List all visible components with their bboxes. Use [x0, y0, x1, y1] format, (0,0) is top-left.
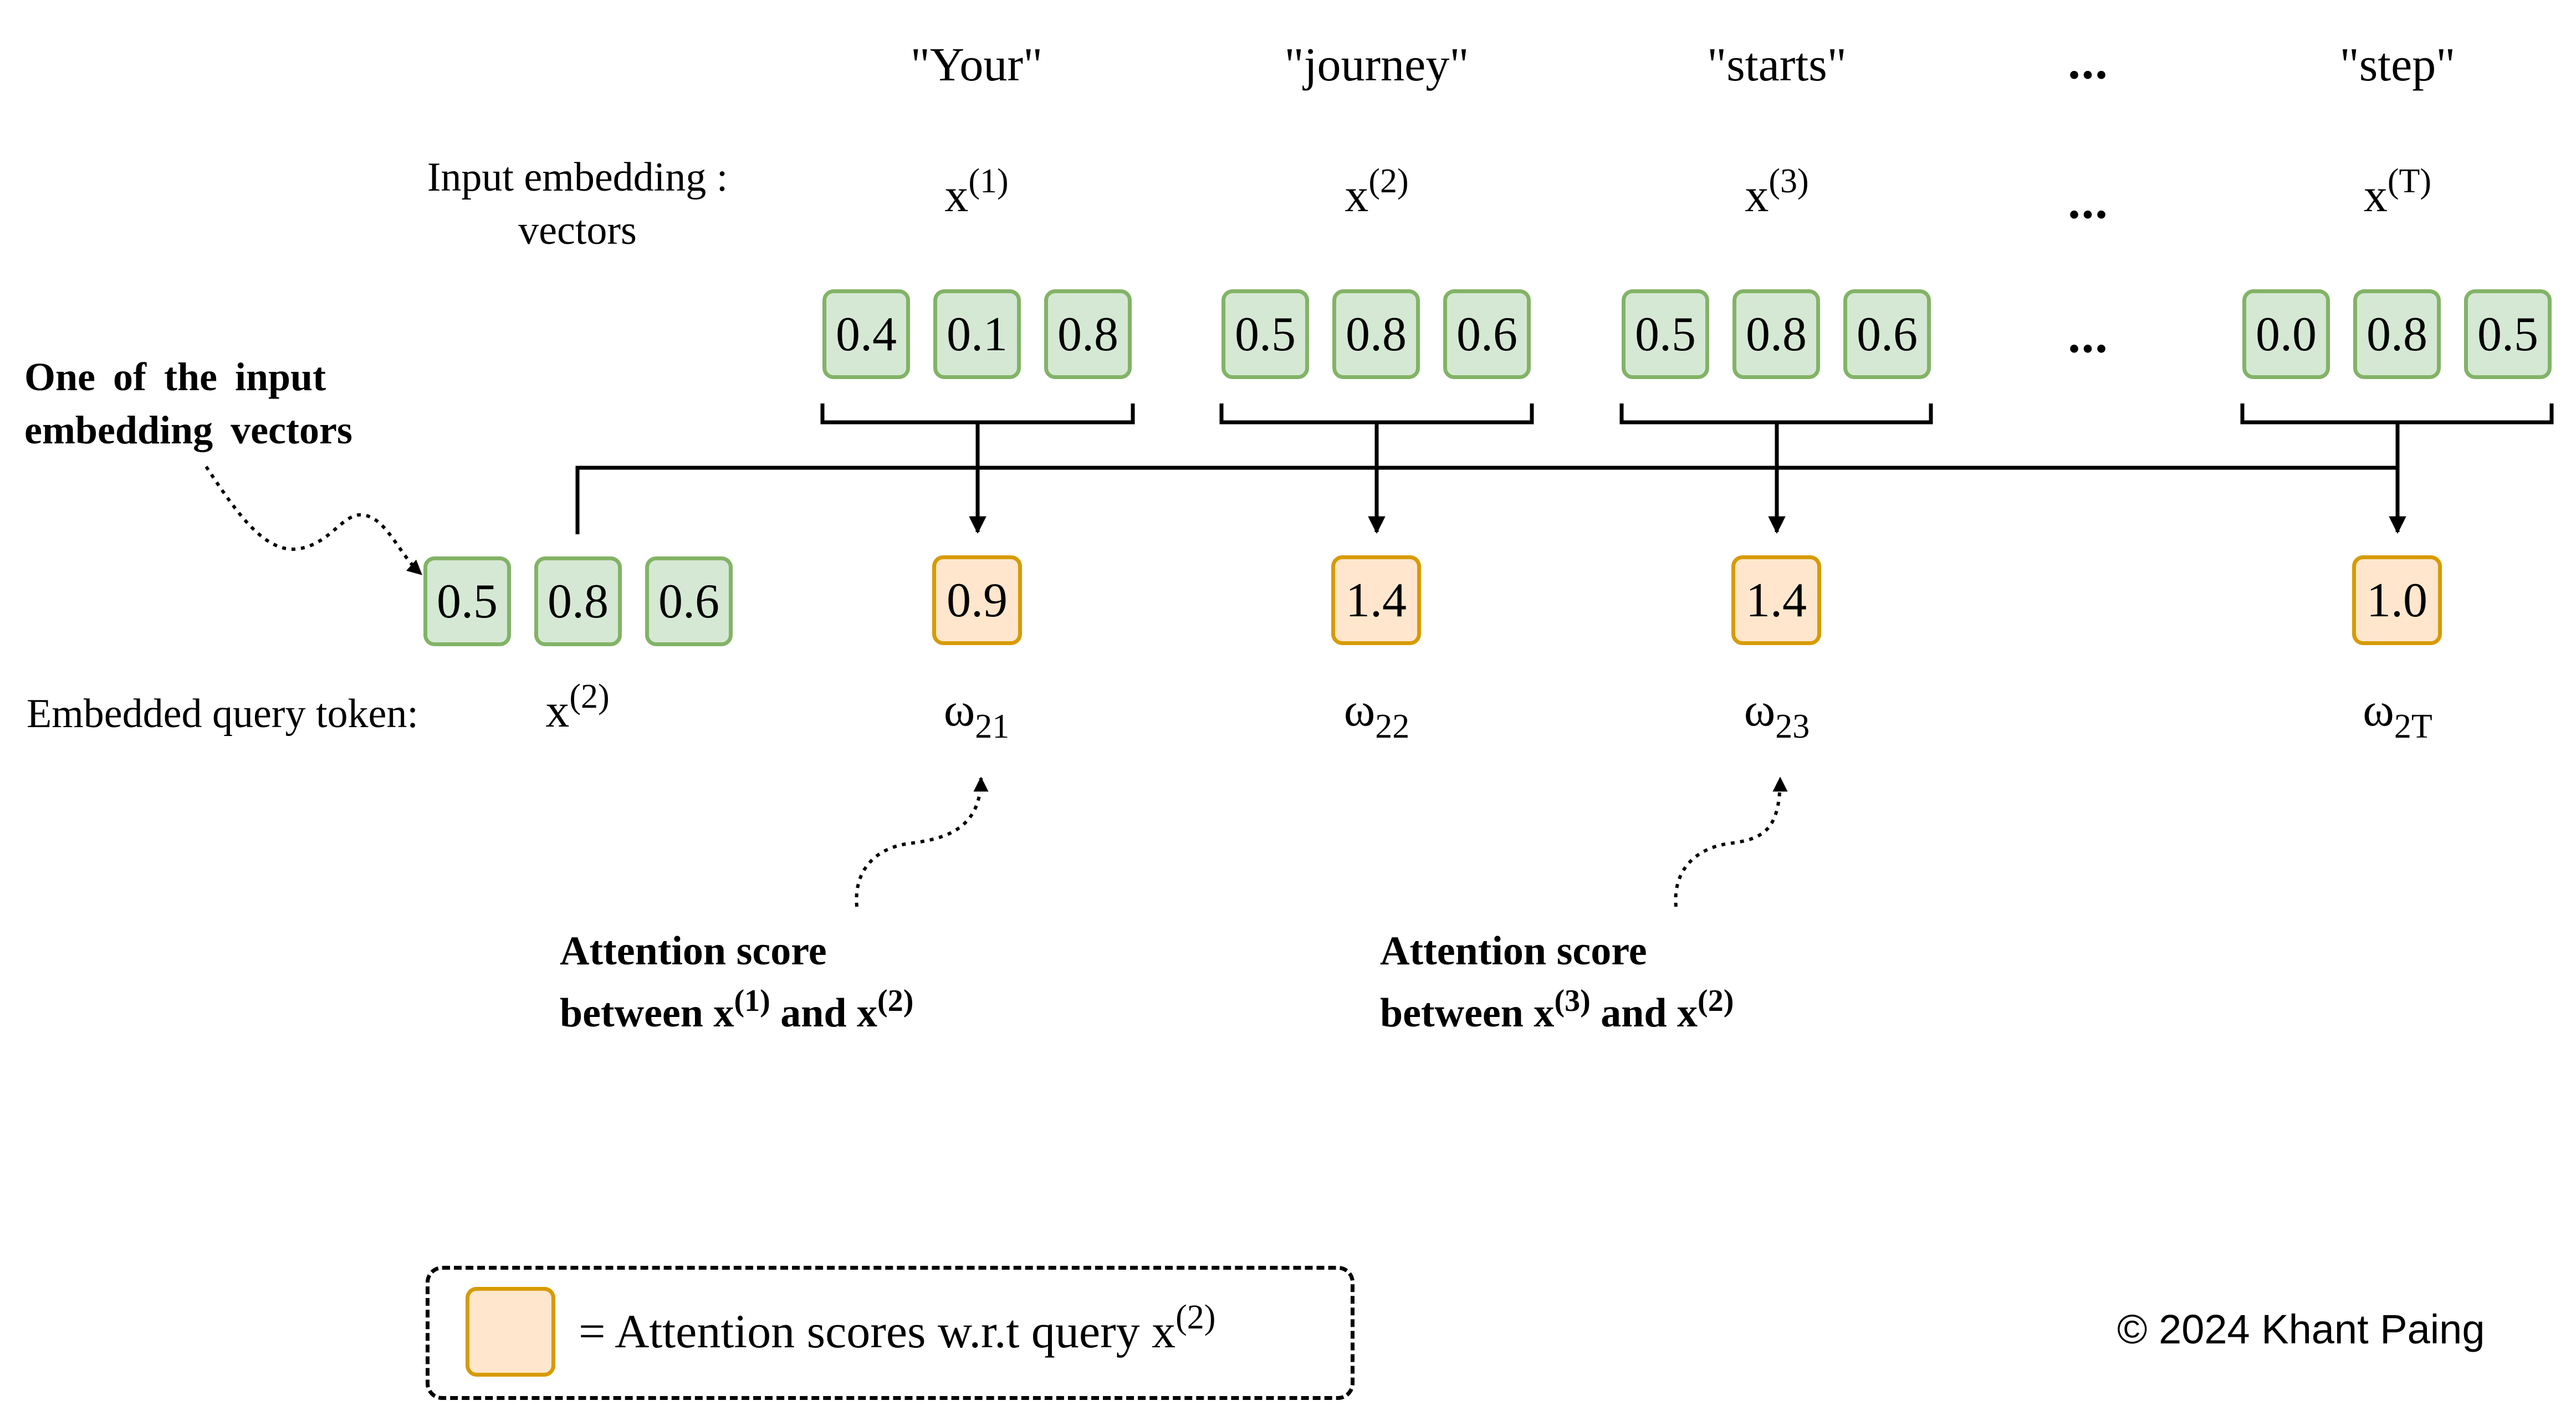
score-box-2: 1.4: [1331, 555, 1421, 645]
annotation-score-3: Attention score between x(3) and x(2): [1380, 928, 1734, 1036]
callout-query-text: One of the input embedding vectors: [24, 355, 352, 452]
callout-arrow-score-3: [1674, 776, 1788, 907]
callout-arrow-score-1: [855, 776, 989, 907]
callout-arrow-query: [205, 466, 423, 576]
score-box-1: 0.9: [932, 555, 1022, 645]
input-vector-3-value-3: 0.6: [1843, 289, 1931, 379]
omega-2T: ω2T: [2363, 683, 2432, 745]
bracket-2: [1219, 403, 1534, 425]
input-embedding-label: Input embedding : vectors: [427, 155, 728, 253]
symbol-x2: x(2): [1345, 162, 1409, 222]
bracket-4: [2240, 403, 2554, 425]
query-label: Embedded query token:: [27, 691, 418, 737]
legend-text: = Attention scores w.r.t query x(2): [579, 1299, 1216, 1358]
legend-swatch: [466, 1287, 555, 1377]
vector-ellipsis: ...: [2068, 308, 2109, 363]
omega-21: ω21: [943, 683, 1010, 745]
token-journey: "journey": [1284, 38, 1469, 91]
symbol-xT: x(T): [2363, 162, 2432, 222]
legend-frame: [426, 1266, 1355, 1400]
token-your: "Your": [910, 38, 1043, 91]
query-vector-value-1: 0.5: [423, 556, 511, 646]
input-vector-T-value-2: 0.8: [2353, 289, 2441, 379]
input-vector-3-value-1: 0.5: [1622, 289, 1709, 379]
query-vector-value-2: 0.8: [534, 556, 622, 646]
input-vector-2-value-3: 0.6: [1443, 289, 1531, 379]
bracket-3: [1619, 403, 1933, 425]
query-symbol: x(2): [545, 678, 610, 737]
score-box-T: 1.0: [2352, 555, 2442, 645]
bracket-1: [820, 403, 1135, 425]
token-starts: "starts": [1707, 38, 1847, 91]
token-ellipsis: ...: [2068, 34, 2109, 89]
input-vector-1-value-3: 0.8: [1044, 289, 1132, 379]
score-box-3: 1.4: [1731, 555, 1821, 645]
token-step: "step": [2339, 38, 2456, 91]
input-vector-1-value-1: 0.4: [822, 289, 910, 379]
input-vector-T-value-1: 0.0: [2242, 289, 2330, 379]
input-vector-1-value-2: 0.1: [933, 289, 1021, 379]
annotation-score-1: Attention score between x(1) and x(2): [560, 928, 914, 1036]
input-vector-2-value-2: 0.8: [1332, 289, 1420, 379]
copyright: © 2024 Khant Paing: [2117, 1306, 2485, 1352]
symbol-ellipsis: ...: [2068, 174, 2109, 229]
omega-23: ω23: [1744, 683, 1810, 745]
query-vector-value-3: 0.6: [645, 556, 733, 646]
query-line: [575, 466, 2398, 534]
input-vector-3-value-2: 0.8: [1732, 289, 1820, 379]
omega-22: ω22: [1343, 683, 1410, 745]
input-vector-T-value-3: 0.5: [2464, 289, 2552, 379]
symbol-x3: x(3): [1745, 162, 1809, 222]
symbol-x1: x(1): [944, 162, 1009, 222]
input-vector-2-value-1: 0.5: [1221, 289, 1309, 379]
